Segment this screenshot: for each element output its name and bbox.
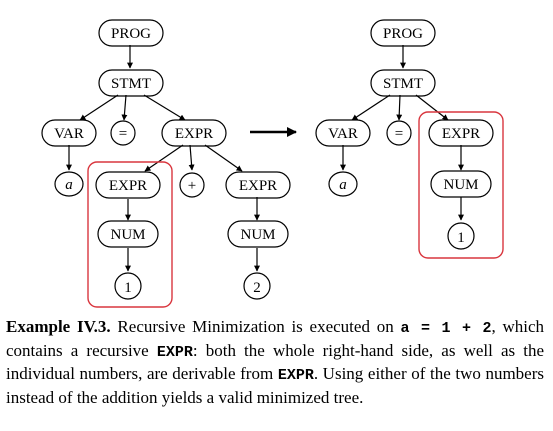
edge <box>79 94 119 121</box>
caption-text: , which contains a recursive <box>6 317 545 360</box>
label-a: a <box>339 177 347 193</box>
edge <box>415 94 449 121</box>
node-eq <box>386 120 412 146</box>
label-num-right: NUM <box>240 227 275 243</box>
node-prog <box>98 19 164 47</box>
label-prog: PROG <box>111 26 151 42</box>
node-expr-right <box>225 171 291 199</box>
label-one: 1 <box>457 230 465 246</box>
right-parse-tree <box>315 19 504 259</box>
node-expr <box>161 119 227 147</box>
node-eq <box>110 120 136 146</box>
caption-label: Example IV.3. <box>6 317 111 336</box>
label-expr: EXPR <box>175 126 213 142</box>
node-a <box>328 171 358 197</box>
node-stmt <box>370 69 436 97</box>
left-tree-labels: PROG STMT VAR = EXPR a EXPR + EXPR NUM N… <box>54 26 277 296</box>
edge <box>188 144 195 171</box>
tree-diagram: PROG STMT VAR = EXPR a EXPR + EXPR NUM N… <box>41 19 504 308</box>
caption-code: EXPR <box>277 367 314 384</box>
node-one <box>447 222 475 250</box>
edge <box>144 144 184 172</box>
label-eq: = <box>395 126 403 142</box>
caption-text: Recursive Minimization is executed on <box>110 317 401 336</box>
edge <box>121 94 128 121</box>
node-expr <box>428 119 494 147</box>
node-two <box>243 272 271 300</box>
caption-code: a = 1 + 2 <box>400 320 492 337</box>
label-num: NUM <box>443 177 478 193</box>
node-plus <box>179 172 205 198</box>
label-var: VAR <box>54 126 84 142</box>
label-stmt: STMT <box>383 76 423 92</box>
caption-code: EXPR <box>156 343 193 361</box>
label-one: 1 <box>124 280 132 296</box>
label-num-left: NUM <box>110 227 145 243</box>
node-prog <box>370 19 436 47</box>
caption: Example IV.3. Recursive Minimization is … <box>6 316 544 408</box>
edge <box>143 94 186 121</box>
edge <box>204 144 243 172</box>
node-num-right <box>227 220 289 248</box>
node-stmt <box>98 69 164 97</box>
label-expr-right: EXPR <box>239 178 277 194</box>
left-parse-tree <box>41 19 291 308</box>
caption-text: : both the whole right-hand side, as wel… <box>6 340 544 384</box>
node-num <box>430 170 492 198</box>
label-expr: EXPR <box>442 126 480 142</box>
label-eq: = <box>119 126 127 142</box>
caption-text: . Using either of the two numbers instea… <box>6 364 544 407</box>
highlight-box-right <box>418 111 504 259</box>
edge <box>396 94 403 121</box>
label-stmt: STMT <box>111 76 151 92</box>
node-expr-left <box>95 171 161 199</box>
node-var <box>41 119 97 147</box>
label-plus: + <box>188 178 196 194</box>
node-a <box>54 171 84 197</box>
label-var: VAR <box>328 126 358 142</box>
node-one <box>114 272 142 300</box>
node-num-left <box>97 220 159 248</box>
label-a: a <box>65 177 73 193</box>
node-var <box>315 119 371 147</box>
highlight-box-left <box>87 161 173 308</box>
label-expr-left: EXPR <box>109 178 147 194</box>
label-two: 2 <box>253 280 261 296</box>
label-prog: PROG <box>383 26 423 42</box>
right-tree-labels: PROG STMT VAR = EXPR a NUM 1 <box>328 26 480 246</box>
edge <box>351 94 391 121</box>
